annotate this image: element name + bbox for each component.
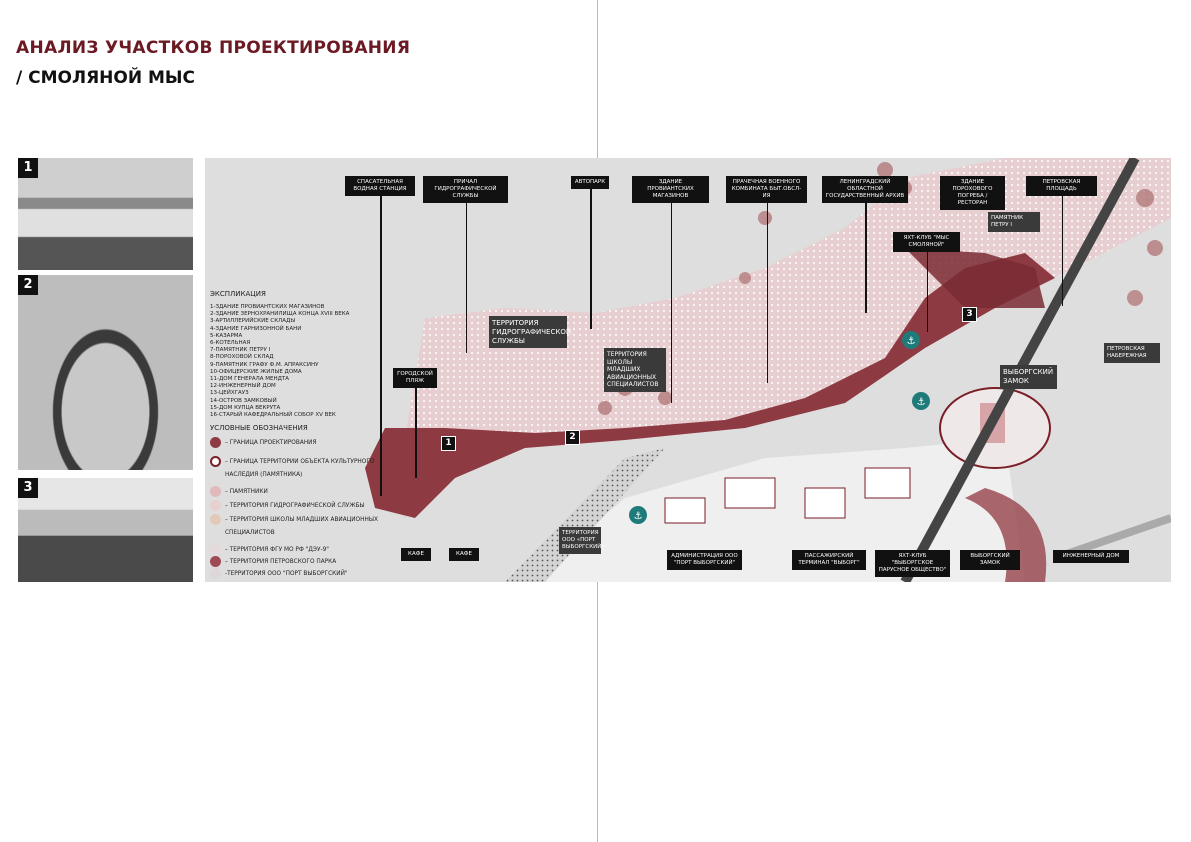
label-cafe-1: Кафе [401,548,431,561]
explication-item: 5-Казарма [210,332,243,339]
heritage-swatch [210,456,221,467]
photo-number: 1 [18,158,38,178]
legend-item-boundary: – граница проектирования [210,437,317,448]
legend-item-heritage: – граница территории объекта культурного… [210,456,380,482]
label-city-beach: Городской пляж [393,368,437,478]
explication-item: 6-Котельная [210,340,251,347]
explication-item: 2-Здание зернохранилища конца XVIII века [210,311,350,318]
label-cafe-2: Кафе [449,548,479,561]
legend-item-school: – территория школы младших авиационных с… [210,514,380,540]
explication-item: 4-Здание гарнизонной бани [210,325,302,332]
legend-label: -территория ООО "Порт Выборгский" [225,570,348,577]
explication-item: 15-Дом купца Векрута [210,404,281,411]
legend-item-hydro: – территория гидрографической службы [210,500,365,511]
photo-number: 3 [18,478,38,498]
page-subtitle: / СМОЛЯНОЙ МЫС [16,68,196,88]
explication-item: 9-Памятник графу Ф.М. Апраксину [210,361,319,368]
label-peter-monument: Памятник Петру I [988,212,1040,232]
legend-label: – территория школы младших авиационных с… [225,517,378,536]
port-swatch [210,568,221,579]
explication-item: 8-Пороховой склад [210,354,274,361]
marker-3: 3 [962,307,977,322]
monuments-swatch [210,486,221,497]
legend-item-monuments: – памятники [210,486,268,497]
svg-text:⚓: ⚓ [634,511,643,522]
page-title: АНАЛИЗ УЧАСТКОВ ПРОЕКТИРОВАНИЯ [16,38,411,58]
explication-item: 16-Старый кафедральный собор XV век [210,412,336,419]
hydro-swatch [210,500,221,511]
label-port-territory: Территория ООО «Порт Выборгский» [559,527,605,554]
label-passenger-terminal: Пассажирский терминал "Выборг" [792,550,866,570]
legend-label: – граница территории объекта культурного… [225,459,375,478]
label-petrovsk-embankment: Петровская набережная [1104,343,1160,363]
explication-item: 1-Здание провиантских магазинов [210,304,325,310]
explication-item: 13-Цейхгауз [210,390,249,397]
label-vyborg-castle-bottom: Выборгский замок [960,550,1020,570]
label-rescue-station: Спасательная водная станция [345,176,415,496]
legend-heading: Условные обозначения [210,424,308,432]
explication-item: 12-Инженерный дом [210,383,276,390]
label-archive: Ленинградский областной государственный … [822,176,908,313]
explication-item: 11-Дом генерала Мендта [210,376,290,383]
deu9-swatch [210,544,221,555]
legend-label: – территория гидрографической службы [225,502,365,509]
label-autopark: Автопарк [571,176,609,329]
explication-item: 14-Остров Замковый [210,397,277,404]
label-school-territory: Территория школы младших авиационных спе… [604,348,666,392]
park-swatch [210,556,221,567]
label-yacht-club-smolyanoy: Яхт-клуб "Мыс Смоляной" [893,232,960,332]
boundary-swatch [210,437,221,448]
label-laundry: Прачечная военного комбината быт.обсл-ия [726,176,807,383]
historic-photo-3: 3 [18,478,193,582]
label-yacht-club-vyborg: Яхт-клуб "Выборгское парусное общество" [875,550,950,577]
historic-photo-1: 1 [18,158,193,270]
explication-item: 3-Артиллерийские склады [210,318,296,325]
marker-2: 2 [565,430,580,445]
label-engineer-house: Инженерный дом [1053,550,1129,563]
legend-item-park: – территория Петровского парка [210,556,336,567]
legend-item-port: -территория ООО "Порт Выборгский" [210,568,348,579]
label-vyborg-castle: Выборгский замок [1000,365,1057,389]
label-provision-stores: Здание провиантских магазинов [632,176,709,403]
marker-1: 1 [441,436,456,451]
peninsula [375,158,1171,518]
label-powder-magazine: Здание порохового погреба / ресторан [940,176,1005,210]
school-swatch [210,514,221,525]
svg-text:⚓: ⚓ [907,336,916,347]
explication-heading: Экспликация [210,290,266,298]
legend-item-deu9: – территория ФГУ МО РФ "ДЭУ-9" [210,544,329,555]
label-port-admin: Администрация ООО "Порт Выборгский" [667,550,742,570]
explication: Экспликация 1-Здание провиантских магази… [210,290,349,419]
legend-label: – территория Петровского парка [225,558,337,565]
park-area [905,248,1045,308]
photo-number: 2 [18,275,38,295]
port-territory [505,448,665,582]
label-petrovsk-square: Петровская площадь [1026,176,1097,306]
explication-item: 7-Памятник Петру I [210,347,271,354]
svg-text:⚓: ⚓ [917,397,926,408]
anchor-icons [629,331,930,524]
label-hydro-territory: Территория гидрографической службы [489,316,571,349]
legend-label: – памятники [225,488,268,495]
explication-item: 10-Офицерские жилые дома [210,368,302,375]
legend-label: – территория ФГУ МО РФ "ДЭУ-9" [225,546,329,553]
historic-photo-2: 2 [18,275,193,470]
label-hydro-pier: Причал гидрографической службы [423,176,508,353]
legend-label: – граница проектирования [225,439,317,446]
